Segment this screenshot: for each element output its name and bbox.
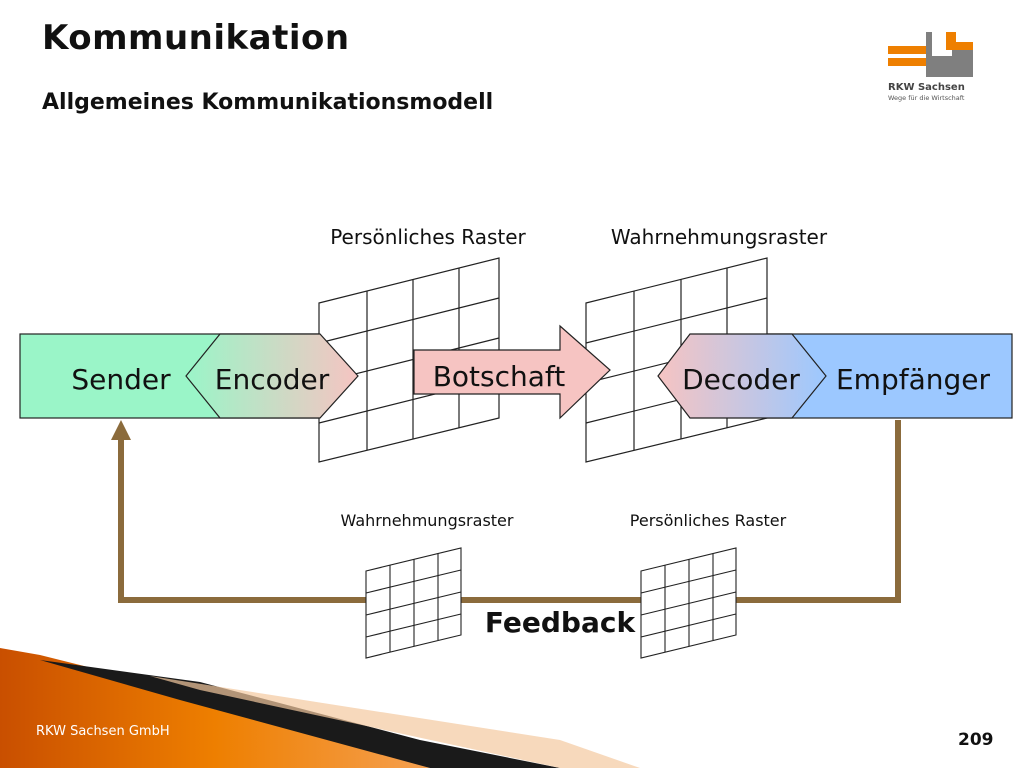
grid-label-personal-top: Persönliches Raster — [330, 225, 526, 249]
decoder-shape — [657, 333, 827, 419]
message-arrow — [413, 324, 611, 420]
feedback-label: Feedback — [485, 606, 637, 639]
footer-company: RKW Sachsen GmbH — [36, 724, 170, 739]
rkw-logo — [888, 32, 973, 77]
page-title: Kommunikation — [42, 18, 350, 58]
encoder-shape — [185, 333, 359, 419]
message-label: Botschaft — [433, 360, 566, 393]
page-number: 209 — [958, 730, 994, 750]
perception-grid-bottom — [365, 547, 462, 659]
personal-grid-bottom — [640, 547, 737, 659]
decoder-label: Decoder — [682, 363, 800, 396]
feedback-arrowhead — [111, 420, 131, 440]
grid-label-perception-bottom: Wahrnehmungsraster — [341, 511, 514, 530]
page-subtitle: Allgemeines Kommunikationsmodell — [42, 90, 494, 115]
feedback-arrow — [118, 420, 901, 603]
logo-claim: Wege für die Wirtschaft — [888, 94, 965, 102]
footer-decoration — [0, 648, 640, 768]
logo-name: RKW Sachsen — [888, 82, 965, 93]
grid-label-personal-bottom: Persönliches Raster — [630, 511, 787, 530]
personal-grid-top — [318, 257, 500, 463]
sender-label: Sender — [71, 363, 171, 396]
encoder-label: Encoder — [215, 363, 330, 396]
grid-label-perception-top: Wahrnehmungsraster — [611, 225, 828, 249]
receiver-label: Empfänger — [836, 363, 991, 396]
